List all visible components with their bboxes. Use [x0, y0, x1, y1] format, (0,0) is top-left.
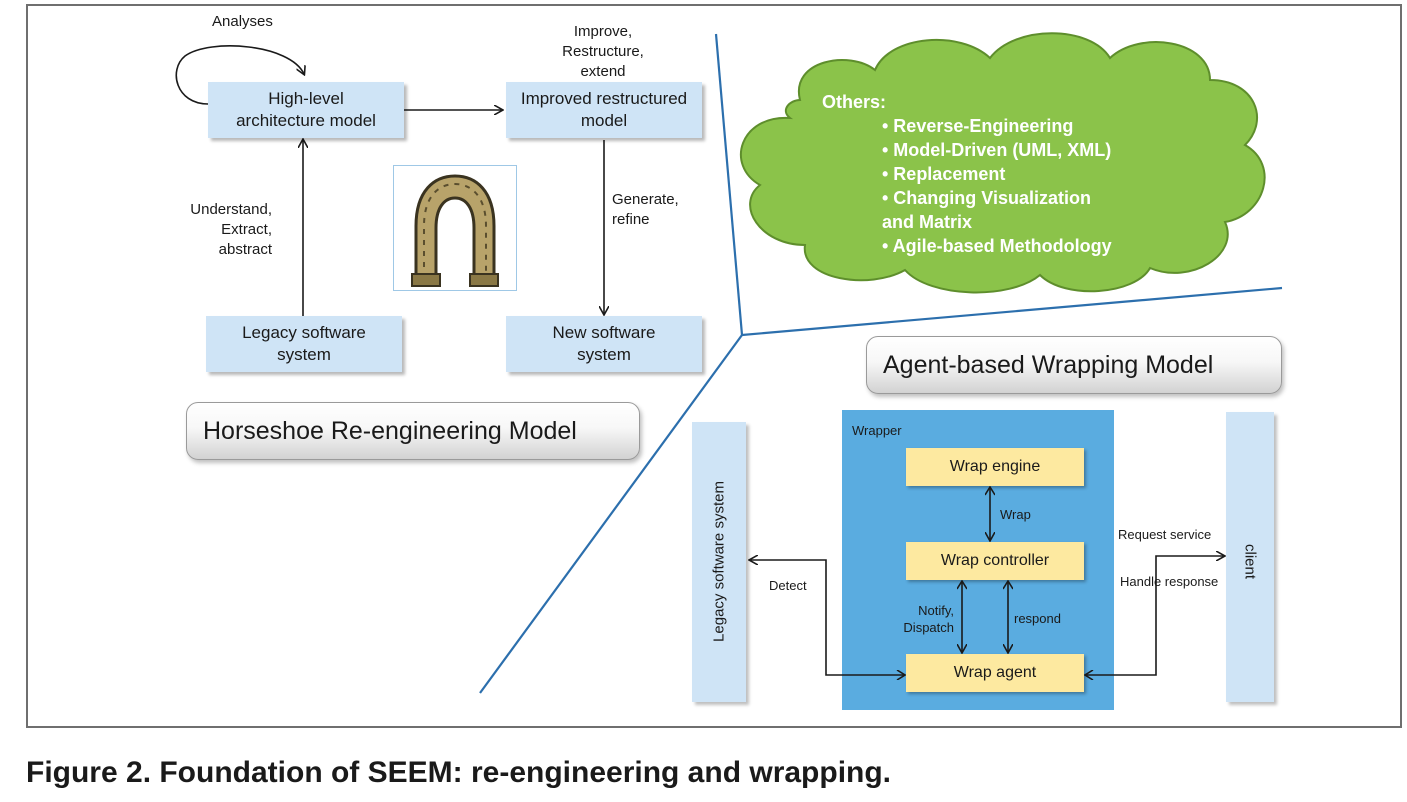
others-item: • Changing Visualization [882, 188, 1091, 208]
section-dividers [479, 33, 1283, 694]
wrap-controller-box: Wrap controller [906, 542, 1084, 580]
generate-refine-label: Generate, refine [612, 191, 679, 228]
legacy-software-label: Legacy software system [242, 323, 366, 364]
divider-line-right [741, 286, 1283, 337]
wrap-agent-label: Wrap agent [953, 664, 1037, 681]
improve-restructure-label: Improve, Restructure, extend [562, 23, 644, 80]
others-item: • Model-Driven (UML, XML) [882, 140, 1112, 160]
notify-dispatch-label: Notify, Dispatch [903, 603, 954, 635]
wrapping-model-title-text: Agent-based Wrapping Model [883, 350, 1214, 379]
horseshoe-model-title: Horseshoe Re-engineering Model [186, 402, 640, 460]
divider-line-top [714, 33, 744, 336]
horseshoe-icon [411, 174, 499, 287]
client-bar-label: client [1241, 543, 1259, 580]
wrap-label: Wrap [1000, 507, 1031, 522]
legacy-system-bar-label: Legacy software system [710, 481, 728, 642]
handle-response-label: Handle response [1120, 574, 1219, 589]
wrap-controller-label: Wrap controller [940, 552, 1050, 569]
others-item: and Matrix [882, 212, 973, 232]
horseshoe-image [393, 165, 517, 291]
request-service-label: Request service [1118, 527, 1212, 542]
figure-caption: Figure 2. Foundation of SEEM: re-enginee… [26, 756, 892, 789]
wrapping-model-title: Agent-based Wrapping Model [866, 336, 1282, 394]
analyses-label: Analyses [212, 13, 273, 30]
respond-label: respond [1014, 611, 1061, 626]
legacy-system-bar [692, 422, 746, 702]
others-cloud [740, 32, 1266, 294]
others-item: • Agile-based Methodology [882, 236, 1112, 256]
new-software-label: New software system [552, 323, 656, 364]
improved-restructured-box: Improved restructured model [506, 82, 702, 138]
legacy-software-box: Legacy software system [206, 316, 402, 372]
others-cloud-text: Others: • Reverse-Engineering • Model-Dr… [822, 90, 1112, 258]
wrapper-label: Wrapper [852, 423, 902, 438]
horseshoe-model-title-text: Horseshoe Re-engineering Model [203, 416, 577, 445]
improved-restructured-label: Improved restructured model [520, 89, 688, 130]
high-level-architecture-label: High-level architecture model [236, 89, 376, 130]
understand-extract-label: Understand, Extract, abstract [190, 201, 272, 258]
wrap-engine-label: Wrap engine [949, 458, 1041, 475]
wrap-engine-box: Wrap engine [906, 448, 1084, 486]
high-level-architecture-box: High-level architecture model [208, 82, 404, 138]
analyses-loop-arrow [175, 45, 304, 105]
wrap-agent-box: Wrap agent [906, 654, 1084, 692]
divider-line-bottom [479, 334, 743, 694]
others-item: • Reverse-Engineering [882, 116, 1074, 136]
client-bar [1226, 412, 1274, 702]
new-software-box: New software system [506, 316, 702, 372]
others-heading: Others: [822, 92, 887, 112]
detect-label: Detect [769, 578, 807, 593]
others-item: • Replacement [882, 164, 1006, 184]
horseshoe-arrows [175, 45, 604, 316]
